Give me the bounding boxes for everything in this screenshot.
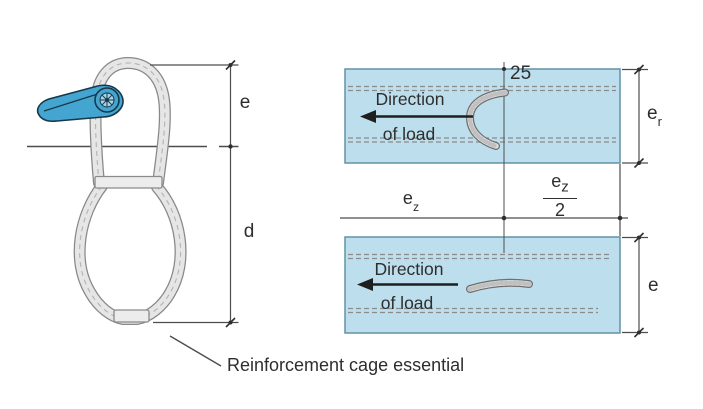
fraction-bar	[543, 197, 577, 199]
anchor-side-view	[466, 278, 533, 293]
id-tag	[36, 84, 124, 123]
dim-line-e-d	[150, 59, 239, 328]
grommet-spoke	[101, 101, 106, 106]
rope-head-strand-texture	[94, 62, 166, 184]
tag-fold-line	[43, 91, 105, 112]
dim-label-ez-sub: z	[412, 199, 420, 214]
left-arrow-icon	[360, 110, 376, 123]
tag-grommet	[94, 87, 120, 113]
dim-label-er-base: e	[647, 103, 658, 124]
dim-label-d: d	[243, 221, 255, 242]
dim-label-ez-base: e	[402, 188, 413, 208]
dim-label-e-bottom: e	[648, 275, 659, 296]
grommet-spoke	[101, 94, 106, 99]
lifting-loop-figure	[27, 56, 239, 367]
installation-figure	[340, 62, 648, 338]
rebar-lines-top-panel	[348, 85, 616, 143]
dim-dot	[228, 144, 233, 149]
grommet-spoke	[108, 94, 113, 99]
dim-line-er	[622, 64, 648, 169]
side-wire-braid-texture	[467, 280, 532, 292]
dim-label-e: e	[239, 92, 251, 113]
note-leader-line	[169, 335, 222, 367]
direction-label-bottom: Direction	[374, 259, 444, 279]
dim-label-er-sub: r	[657, 114, 662, 130]
wire-rope-head-loop	[89, 56, 171, 189]
grommet-spokes	[100, 93, 114, 107]
direction-label-top: Direction	[375, 89, 445, 109]
dim-line-e	[622, 232, 648, 338]
dim-dot	[617, 215, 623, 221]
dim-dot	[502, 67, 506, 71]
dim-label-25: 25	[510, 63, 532, 84]
dim-line-ez	[340, 164, 628, 236]
ez-half-num-sub: z	[561, 178, 569, 196]
note-label: Reinforcement cage essential	[227, 355, 465, 375]
ez-half-denominator: 2	[554, 199, 565, 220]
ez-half-numerator: ez	[541, 172, 579, 195]
load-arrow-bottom	[357, 278, 458, 291]
dim-label-er: er	[647, 103, 662, 130]
grommet-hub	[105, 98, 109, 102]
of-load-label-top: of load	[382, 124, 436, 144]
load-arrow-top	[360, 110, 473, 123]
wire-rope-lower-loop	[73, 180, 187, 325]
grommet-spoke	[108, 101, 113, 106]
dim-label-ez-half: ez 2	[541, 172, 579, 219]
rope-clamp-band	[94, 175, 163, 189]
rebar-lines-bottom-panel	[348, 253, 612, 314]
dim-label-ez: ez	[396, 188, 426, 214]
rope-ferrule	[113, 309, 150, 323]
of-load-label-bottom: of load	[380, 293, 434, 313]
dim-dot	[501, 215, 507, 221]
left-arrow-icon	[357, 278, 373, 291]
ez-half-num-base: e	[551, 171, 562, 191]
